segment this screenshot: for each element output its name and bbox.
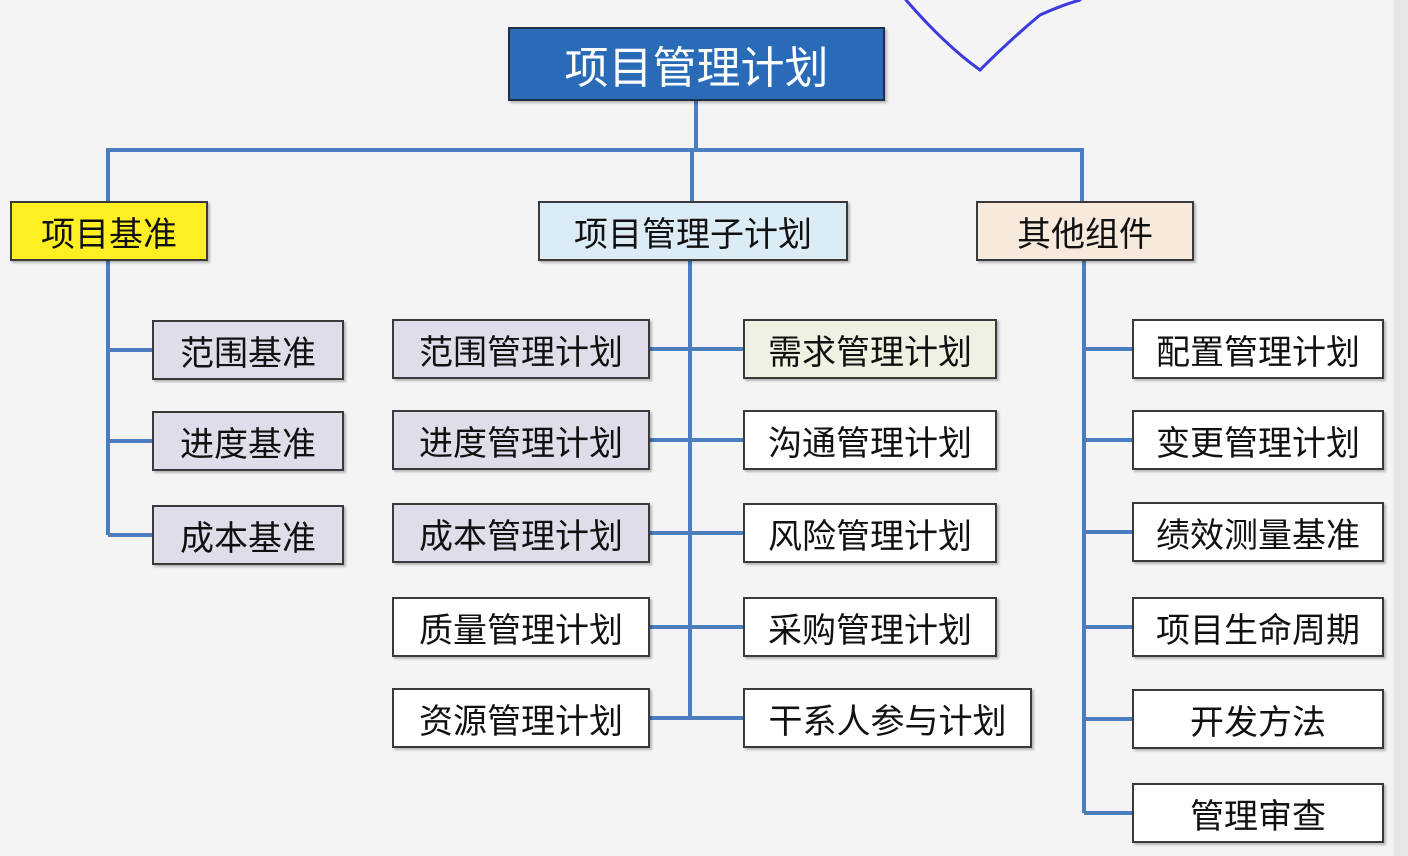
subplan-left-item: 范围管理计划 <box>392 319 650 379</box>
other-component-item: 开发方法 <box>1132 689 1384 749</box>
other-component-item: 项目生命周期 <box>1132 597 1384 657</box>
subplan-right-item: 沟通管理计划 <box>743 410 997 470</box>
other-component-item: 管理审查 <box>1132 783 1384 843</box>
category-other-components: 其他组件 <box>976 201 1194 261</box>
page-edge-shadow <box>1394 0 1408 856</box>
other-component-item: 配置管理计划 <box>1132 319 1384 379</box>
baseline-item: 范围基准 <box>152 320 344 380</box>
subplan-right-item: 需求管理计划 <box>743 319 997 379</box>
category-subplans: 项目管理子计划 <box>538 201 848 261</box>
other-component-item: 变更管理计划 <box>1132 410 1384 470</box>
subplan-left-item: 成本管理计划 <box>392 503 650 563</box>
subplan-left-item: 进度管理计划 <box>392 410 650 470</box>
subplan-right-item: 干系人参与计划 <box>743 688 1032 748</box>
subplan-right-item: 采购管理计划 <box>743 597 997 657</box>
category-project-baseline: 项目基准 <box>10 201 208 261</box>
root-node: 项目管理计划 <box>508 27 885 101</box>
subplan-left-item: 质量管理计划 <box>392 597 650 657</box>
subplan-left-item: 资源管理计划 <box>392 688 650 748</box>
baseline-item: 成本基准 <box>152 505 344 565</box>
subplan-right-item: 风险管理计划 <box>743 503 997 563</box>
handdrawn-annotation <box>904 0 1082 72</box>
other-component-item: 绩效测量基准 <box>1132 502 1384 562</box>
baseline-item: 进度基准 <box>152 411 344 471</box>
